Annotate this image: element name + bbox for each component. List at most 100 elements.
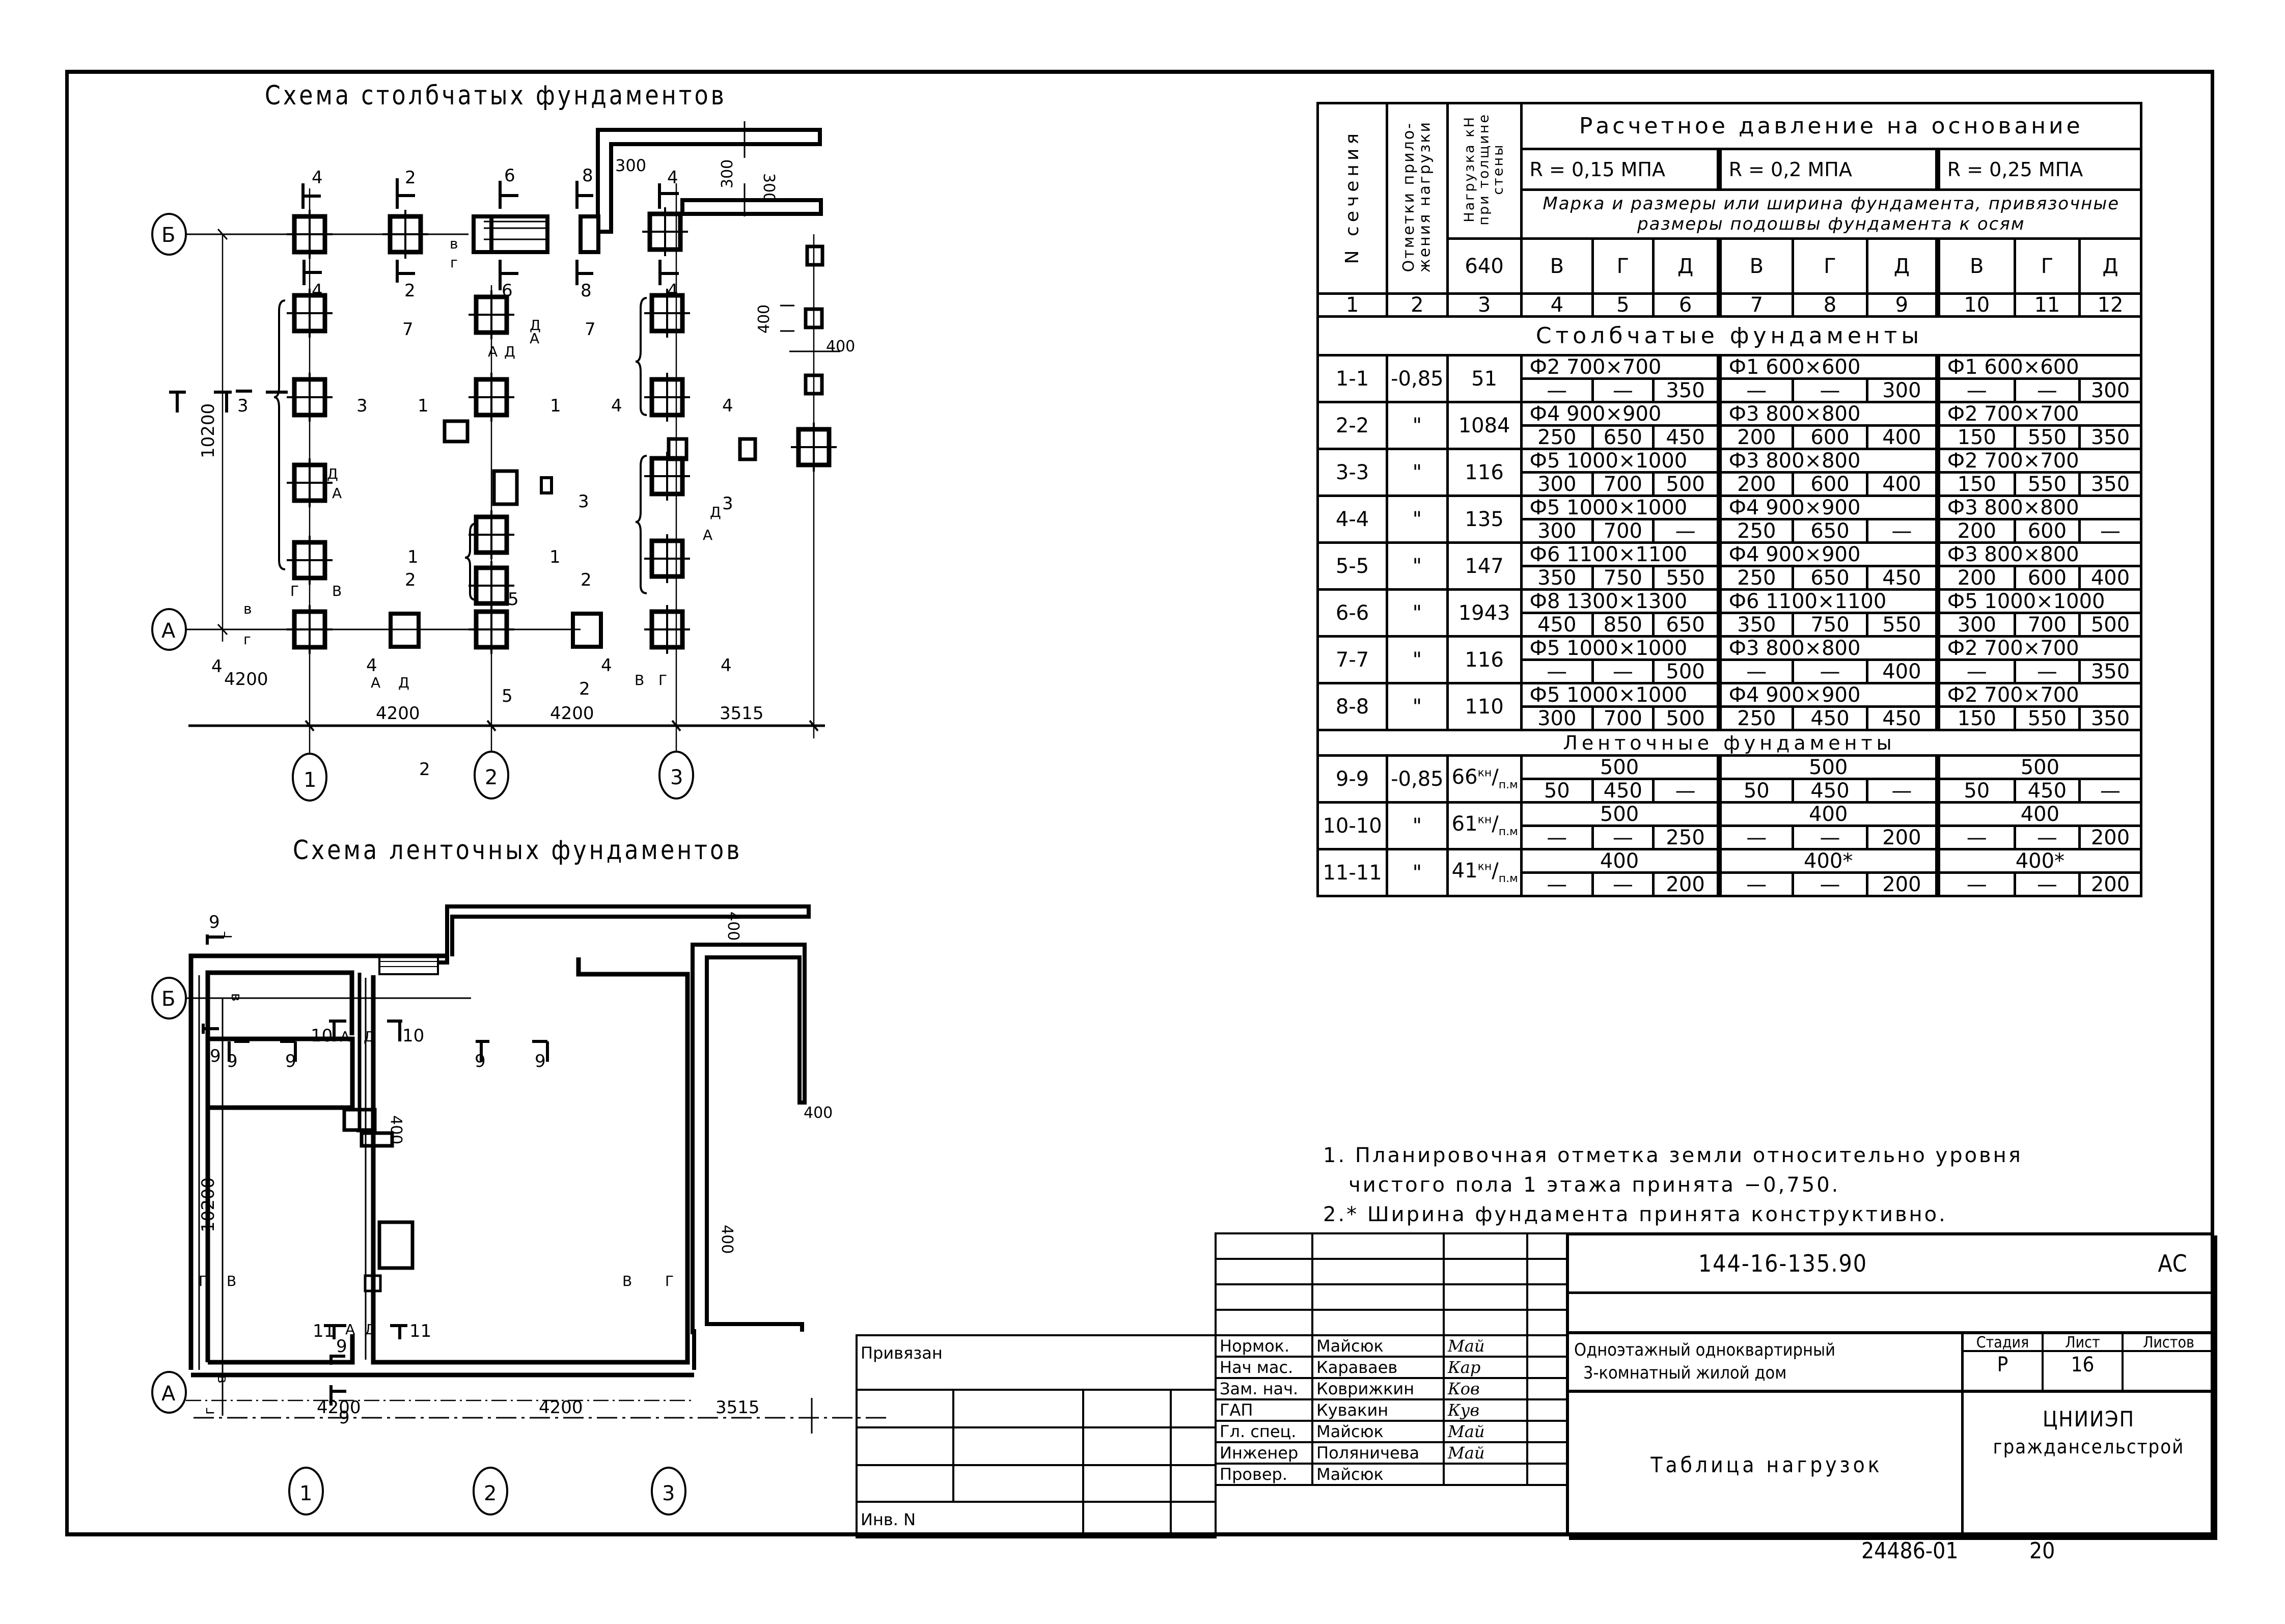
offset-cell: 600: [2013, 518, 2081, 544]
column-plan: [151, 121, 840, 802]
svg-text:400: 400: [718, 1225, 736, 1254]
svg-text:в: в: [228, 993, 245, 1002]
svg-text:В: В: [622, 1273, 632, 1289]
dim-span-3: 3515: [720, 703, 764, 724]
offset-cell: 450: [1792, 705, 1868, 731]
elevation-cell: ": [1386, 541, 1449, 591]
svg-text:4: 4: [722, 396, 733, 416]
foundation-mark-cell: Ф6 1100×1100: [1520, 541, 1721, 567]
main-stamp: 144-16-135.90 АС Одноэтажный одноквартир…: [1566, 1232, 2217, 1540]
staff-role: ГАП: [1215, 1398, 1313, 1422]
offset-cell: 250: [1651, 824, 1721, 850]
load-unit-top: кн: [1477, 766, 1492, 780]
svg-text:Д: Д: [398, 674, 409, 691]
table-row: ——500——400——350: [1318, 658, 2142, 684]
axis-label-2: 2: [485, 766, 498, 789]
offset-cell: 150: [1935, 471, 2016, 497]
offset-cell: —: [1520, 658, 1594, 684]
header-letter: Г: [2013, 237, 2081, 295]
offset-cell: 550: [2013, 471, 2081, 497]
column-number: 3: [1446, 292, 1523, 318]
staff-signature: Май: [1443, 1441, 1528, 1465]
offset-cell: 350: [1716, 612, 1794, 638]
offset-cell: 250: [1520, 424, 1594, 450]
section-cell: 10-10: [1316, 801, 1389, 850]
foundation-mark-cell: Ф6 1100×1100: [1716, 588, 1939, 614]
foundation-mark-cell: Ф2 700×700: [1935, 635, 2142, 661]
axis-label-3: 3: [670, 766, 683, 789]
svg-text:3: 3: [356, 396, 368, 416]
column-scheme-title: Схема столбчатых фундаментов: [265, 80, 727, 111]
svg-text:6: 6: [504, 166, 515, 186]
svg-text:2: 2: [579, 679, 590, 699]
offset-cell: 650: [1792, 518, 1868, 544]
offset-cell: —: [1716, 824, 1794, 850]
document-mark: АС: [2158, 1250, 2187, 1277]
svg-text:8: 8: [581, 281, 592, 301]
load-cell: 41кн/п.м: [1446, 848, 1523, 897]
load-value: 41: [1451, 859, 1478, 883]
offset-cell: 400: [2078, 565, 2142, 591]
dim-300-a: 300: [615, 156, 646, 175]
strip-axis-marker-3: [651, 1467, 686, 1516]
load-unit-slash: /: [1492, 765, 1499, 789]
table-row: ——250——200——200: [1318, 824, 2142, 850]
svg-text:Г: Г: [658, 672, 667, 689]
load-cell: 1084: [1446, 401, 1523, 450]
load-cell: 135: [1446, 494, 1523, 544]
offset-cell: —: [2078, 518, 2142, 544]
project-name-line1: Одноэтажный одноквартирный: [1574, 1340, 1835, 1360]
offset-cell: 300: [1865, 377, 1939, 403]
dim-400-b: 400: [826, 338, 855, 355]
staff-date: [1526, 1334, 1568, 1358]
svg-text:Д: Д: [327, 465, 338, 482]
section-cell: 4-4: [1316, 494, 1389, 544]
load-cell: 147: [1446, 541, 1523, 591]
elevation-cell: ": [1386, 494, 1449, 544]
table-row: ——350——300——300: [1318, 377, 2142, 403]
staff-name: Караваев: [1311, 1356, 1445, 1379]
svg-text:9: 9: [210, 1046, 221, 1066]
project-name-line2: 3-комнатный жилой дом: [1583, 1363, 1787, 1383]
foundation-mark-cell: Ф4 900×900: [1716, 682, 1939, 708]
staff-row: Провер.Майсюк: [1215, 1463, 1568, 1486]
stage-label: Стадия: [1976, 1333, 2029, 1352]
column-number: 4: [1520, 292, 1594, 318]
staff-signature: Кар: [1443, 1356, 1528, 1379]
offset-cell: 500: [1651, 658, 1721, 684]
dim-10200: 10200: [198, 403, 218, 458]
svg-text:9: 9: [209, 912, 220, 932]
binding-cell: [1082, 1389, 1172, 1428]
staff-date: [1526, 1398, 1568, 1422]
strip-axis-marker-2: [473, 1467, 508, 1516]
dim-300-b: 300: [760, 173, 778, 202]
section-cell: 8-8: [1316, 682, 1389, 731]
foundation-mark-cell: Ф5 1000×1000: [1520, 494, 1721, 520]
svg-text:3: 3: [578, 491, 589, 512]
offset-cell: 650: [1591, 424, 1655, 450]
svg-text:10: 10: [402, 1026, 424, 1046]
offset-cell: 300: [2078, 377, 2142, 403]
section-cell: 2-2: [1316, 401, 1389, 450]
load-cell: 110: [1446, 682, 1523, 731]
binding-cell: [1082, 1501, 1172, 1538]
strip-dim-span-1: 4200: [317, 1397, 361, 1418]
offset-cell: 400: [1865, 658, 1939, 684]
offset-cell: 650: [1792, 565, 1868, 591]
svg-text:А: А: [488, 343, 498, 360]
foundation-mark-cell: 500: [1520, 754, 1721, 780]
load-value: 66: [1451, 765, 1478, 789]
offset-cell: 350: [1520, 565, 1594, 591]
binding-cell: [952, 1426, 1084, 1466]
dim-span-2: 4200: [550, 703, 594, 724]
column-number: 2: [1386, 292, 1449, 318]
